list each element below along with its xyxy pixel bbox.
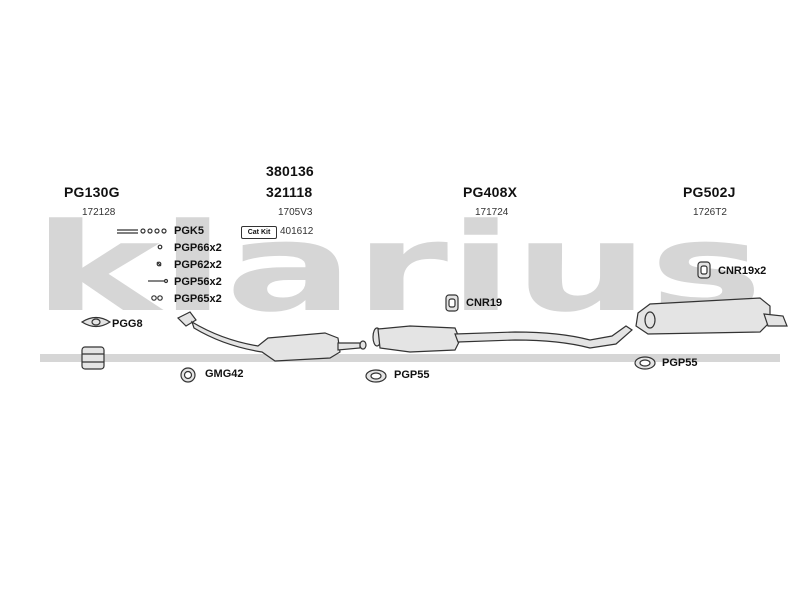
gasket-pgg8-icon [80, 316, 112, 328]
bolt-kit-icon [117, 228, 167, 234]
fitting-label-gmg42: GMG42 [205, 368, 244, 380]
fitting-label-pgp66: PGP66x2 [174, 242, 222, 254]
mount-cnr19x2-icon [697, 261, 711, 279]
fitting-label-pgp65: PGP65x2 [174, 293, 222, 305]
fitting-label-pgp55-mid: PGP55 [394, 369, 430, 381]
clamp-pgp55-mid-icon [365, 369, 387, 383]
cat-kit-badge: Cat Kit [241, 226, 277, 239]
pgp62-clip-icon [156, 261, 162, 267]
fitting-label-cnr19x2: CNR19x2 [718, 265, 767, 277]
clamp-pgp55-rear-icon [634, 356, 656, 370]
group-partno-1726t2: 1726T2 [693, 207, 727, 218]
fitting-label-cnr19: CNR19 [466, 297, 503, 309]
group-code-pg130g: PG130G [64, 184, 120, 200]
group-code-pg408x: PG408X [463, 184, 518, 200]
middle-silencer-pipe [372, 325, 633, 353]
fitting-label-pgg8: PGG8 [112, 318, 143, 330]
rear-silencer [635, 297, 788, 335]
fitting-label-pgp56: PGP56x2 [174, 276, 222, 288]
group-code-380136: 380136 [266, 163, 314, 179]
fitting-label-pgk5: PGK5 [174, 225, 204, 237]
cat-kit-partno: 401612 [280, 226, 314, 237]
pgp66-clip-icon [157, 244, 163, 250]
fitting-label-pgp55-rear: PGP55 [662, 357, 698, 369]
watermark-underline [40, 354, 780, 362]
pgp56-bolt-icon [148, 278, 169, 284]
group-code-pg502j: PG502J [683, 184, 736, 200]
group-partno-171724: 171724 [475, 207, 509, 218]
group-partno-1705v3: 1705V3 [278, 207, 313, 218]
front-catalyst-pipe [176, 311, 367, 362]
ring-gmg42-icon [180, 367, 196, 383]
fitting-label-pgp62: PGP62x2 [174, 259, 222, 271]
pgp65-nut-icon [151, 295, 163, 301]
group-code-321118: 321118 [266, 184, 313, 200]
group-partno-172128: 172128 [82, 207, 116, 218]
rubber-mount-icon [81, 346, 105, 370]
mount-cnr19-icon [445, 294, 459, 312]
